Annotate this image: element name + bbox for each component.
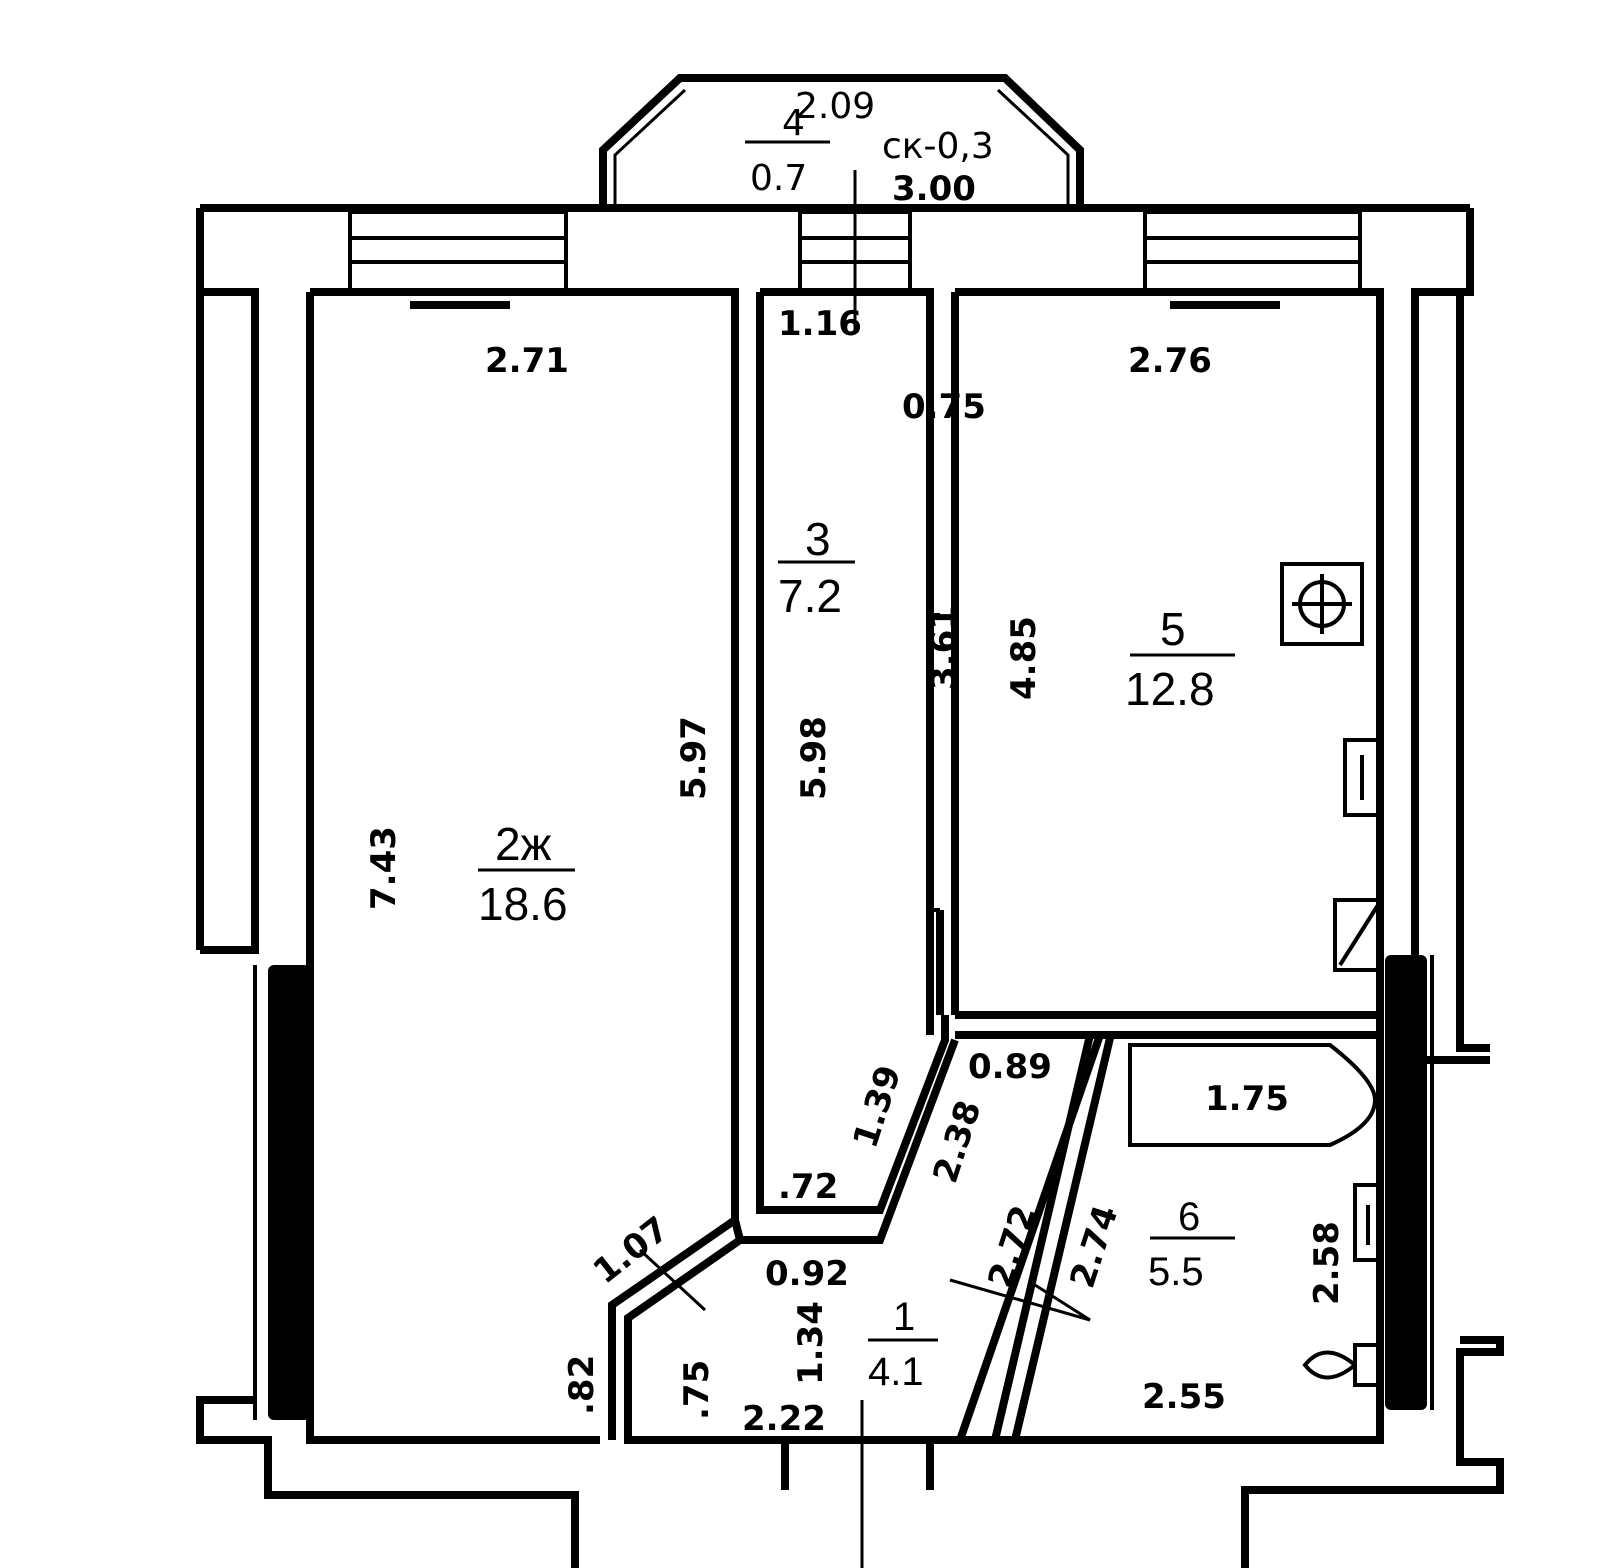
dim-0-89: 0.89 (968, 1047, 1052, 1087)
dim-5-98: 5.98 (794, 716, 834, 800)
appliance-icon (1333, 898, 1382, 972)
dim-1-16: 1.16 (778, 304, 862, 344)
room-1-number: 1 (893, 1295, 915, 1339)
room-5-area: 12.8 (1125, 663, 1215, 715)
dim-7-43: 7.43 (364, 826, 404, 910)
dim-0-75: 0.75 (902, 387, 986, 427)
room-4-area: 0.7 (750, 158, 807, 199)
dim-0-92: 0.92 (765, 1254, 849, 1294)
room-6-number: 6 (1178, 1195, 1200, 1239)
room-2-number: 2ж (495, 818, 552, 870)
dim-2-22: 2.22 (742, 1399, 826, 1439)
inner-walls (608, 292, 1380, 1490)
toilet-icon (1302, 1343, 1382, 1387)
side-blocks (253, 955, 1434, 1420)
sink-icon (1343, 738, 1382, 817)
stove-icon (1280, 562, 1364, 646)
balcony-height: 2.09 (795, 86, 875, 127)
room-6-area: 5.5 (1148, 1250, 1204, 1294)
balcony-width: 3.00 (892, 169, 976, 209)
bathtub-icon (1128, 1043, 1378, 1147)
dim-2-76: 2.76 (1128, 341, 1212, 381)
dim-1-39: 1.39 (846, 1061, 910, 1153)
dim-0-75b: .75 (677, 1360, 717, 1420)
dim-4-85: 4.85 (1004, 616, 1044, 700)
room-4-number: 4 (782, 103, 805, 144)
room-5-number: 5 (1160, 603, 1186, 655)
dim-0-72: .72 (778, 1167, 838, 1207)
room-2-area: 18.6 (478, 878, 568, 930)
dim-2-71: 2.71 (485, 341, 569, 381)
dim-2-55: 2.55 (1142, 1377, 1226, 1417)
balcony-ck-label: ск-0,3 (882, 126, 994, 167)
dim-5-97: 5.97 (674, 716, 714, 800)
dim-2-38: 2.38 (926, 1096, 990, 1188)
room-3-area: 7.2 (778, 570, 842, 622)
balcony-bay (599, 74, 1084, 330)
fixtures (1128, 562, 1382, 1387)
dim-2-58: 2.58 (1307, 1221, 1347, 1305)
washbasin-icon (1353, 1183, 1382, 1262)
room-1-area: 4.1 (868, 1350, 924, 1394)
dim-1-07: 1.07 (586, 1209, 677, 1292)
dim-1-34: 1.34 (791, 1301, 831, 1385)
balcony-labels: 2.09 ск-0,3 3.00 (795, 86, 994, 209)
dim-1-75: 1.75 (1205, 1079, 1289, 1119)
tick-marks (638, 1248, 1091, 1568)
room-3-number: 3 (805, 513, 831, 565)
dim-3-61: 3.61 (924, 606, 964, 690)
room-labels: 2ж 18.6 3 7.2 5 12.8 1 4.1 6 5.5 4 0.7 (478, 103, 1235, 1394)
dim-0-82: .82 (562, 1355, 602, 1415)
